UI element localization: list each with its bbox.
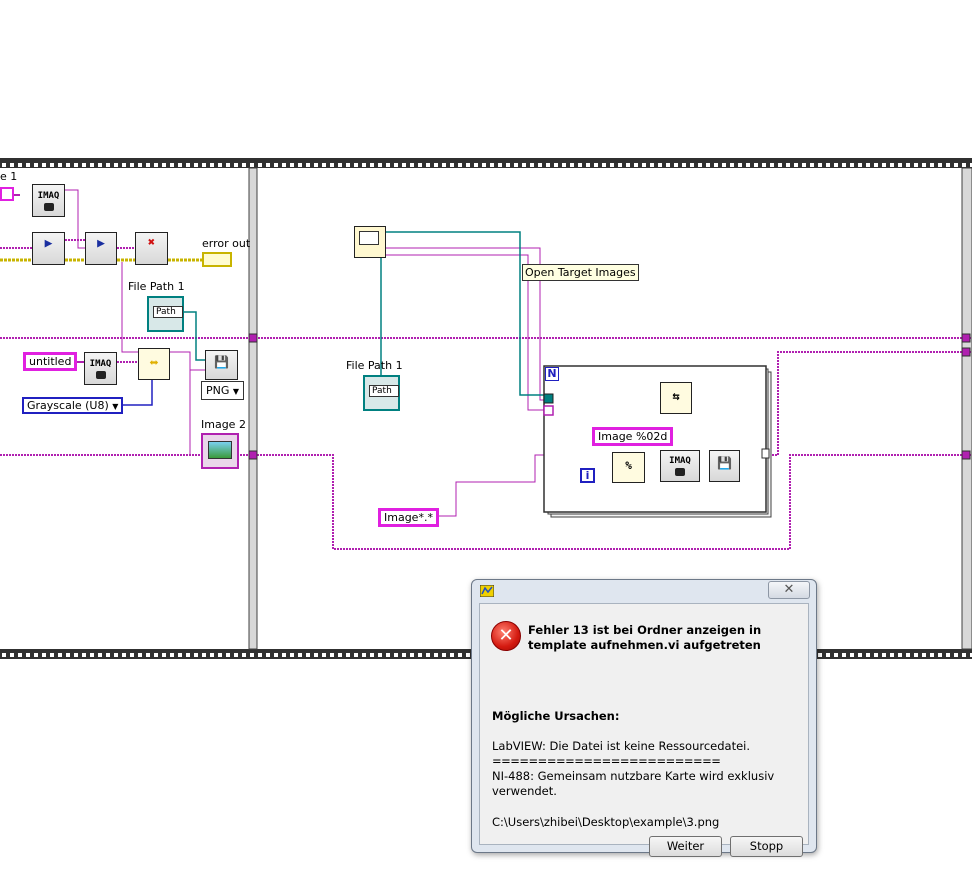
imaq-create-vi-bottom[interactable]: IMAQ <box>84 352 117 385</box>
format-into-string-vi[interactable]: % <box>612 452 645 483</box>
grayscale-enum-constant[interactable]: Grayscale (U8) ▼ <box>22 397 124 414</box>
arrow-icon: ⬌ <box>149 353 159 372</box>
sequence-frame-top-border <box>0 158 972 168</box>
format-icon: % <box>625 459 632 472</box>
imaq-cast-vi[interactable]: ⬌ <box>138 348 170 380</box>
labview-app-icon <box>479 584 495 598</box>
cause-line: verwendet. <box>492 784 557 798</box>
error-file-path: C:\Users\zhibei\Desktop\example\3.png <box>492 815 720 829</box>
image-format-string-constant[interactable]: Image %02d <box>592 427 674 446</box>
untitled-string-constant[interactable]: untitled <box>23 352 78 371</box>
imaq-acquire-vi-2[interactable]: ▶ <box>85 232 117 265</box>
stop-button[interactable]: Stopp <box>730 836 803 857</box>
play-icon: ▶ <box>44 236 53 251</box>
file-path-control-left[interactable]: Path <box>147 296 184 332</box>
close-x-icon: ✖ <box>147 235 156 249</box>
picture-icon <box>208 441 232 459</box>
dropdown-arrow-icon: ▼ <box>232 387 240 396</box>
error-out-indicator[interactable] <box>202 252 232 267</box>
imaq-text: IMAQ <box>89 359 112 369</box>
imaq-create-vi-top[interactable]: IMAQ <box>32 184 65 217</box>
file-path-label-right: File Path 1 <box>346 359 403 372</box>
image-terminal-top[interactable] <box>0 187 14 201</box>
dropdown-arrow-icon: ▼ <box>112 402 119 411</box>
imaq-camera-icon <box>43 203 54 211</box>
file-path-control-right[interactable]: Path <box>363 375 400 411</box>
imaq-camera-icon <box>675 468 685 476</box>
continue-button[interactable]: Weiter <box>649 836 722 857</box>
pattern-string-constant[interactable]: Image*.* <box>378 508 439 527</box>
loop-index-terminal: i <box>580 468 595 483</box>
frame-label-cut: e 1 <box>0 170 18 183</box>
image2-indicator[interactable] <box>201 433 239 469</box>
path-icon-text: Path <box>153 306 183 318</box>
possible-causes-heading: Mögliche Ursachen: <box>492 709 620 723</box>
cause-separator: ========================= <box>492 754 721 768</box>
image2-label: Image 2 <box>201 418 246 431</box>
cause-line: NI-488: Gemeinsam nutzbare Karte wird ex… <box>492 769 775 783</box>
path-icon-text: Path <box>369 385 399 397</box>
save-disk-icon: 💾 <box>717 456 732 470</box>
grayscale-text: Grayscale (U8) <box>27 399 109 412</box>
build-path-vi[interactable]: ⇆ <box>660 382 692 414</box>
folder-icon <box>359 231 379 245</box>
loop-count-terminal[interactable]: N <box>545 367 559 381</box>
error-dialog: ✕ ✕ Fehler 13 ist bei Ordner anzeigen in… <box>471 579 817 857</box>
file-path-label-left: File Path 1 <box>128 280 185 293</box>
build-path-icon: ⇆ <box>672 389 680 403</box>
dialog-content-panel: ✕ Fehler 13 ist bei Ordner anzeigen in t… <box>479 603 809 857</box>
frame-tunnels <box>248 333 971 460</box>
save-disk-icon: 💾 <box>214 355 229 369</box>
imaq-read-file-vi[interactable]: 💾 <box>709 450 740 482</box>
png-text: PNG <box>206 384 230 397</box>
imaq-close-vi[interactable]: ✖ <box>135 232 168 265</box>
error-icon: ✕ <box>491 621 521 651</box>
imaq-text: IMAQ <box>669 456 691 466</box>
imaq-write-file-vi[interactable]: 💾 <box>205 350 238 380</box>
list-folder-vi[interactable] <box>354 226 386 258</box>
imaq-acquire-vi-1[interactable]: ▶ <box>32 232 65 265</box>
play-icon: ▶ <box>97 236 105 251</box>
png-ring-constant[interactable]: PNG ▼ <box>201 381 245 400</box>
dialog-titlebar[interactable]: ✕ <box>472 580 816 602</box>
imaq-text: IMAQ <box>37 191 60 201</box>
imaq-create-vi-loop[interactable]: IMAQ <box>660 450 700 482</box>
cause-line: LabVIEW: Die Datei ist keine Ressourceda… <box>492 739 751 753</box>
error-out-label: error out <box>202 237 251 250</box>
open-target-images-tooltip: Open Target Images <box>522 264 639 281</box>
imaq-camera-icon <box>95 371 106 379</box>
close-icon[interactable]: ✕ <box>768 581 810 599</box>
error-title: Fehler 13 ist bei Ordner anzeigen in tem… <box>528 623 762 652</box>
frame-edge-right <box>961 167 972 650</box>
frame-divider-left <box>248 167 258 650</box>
